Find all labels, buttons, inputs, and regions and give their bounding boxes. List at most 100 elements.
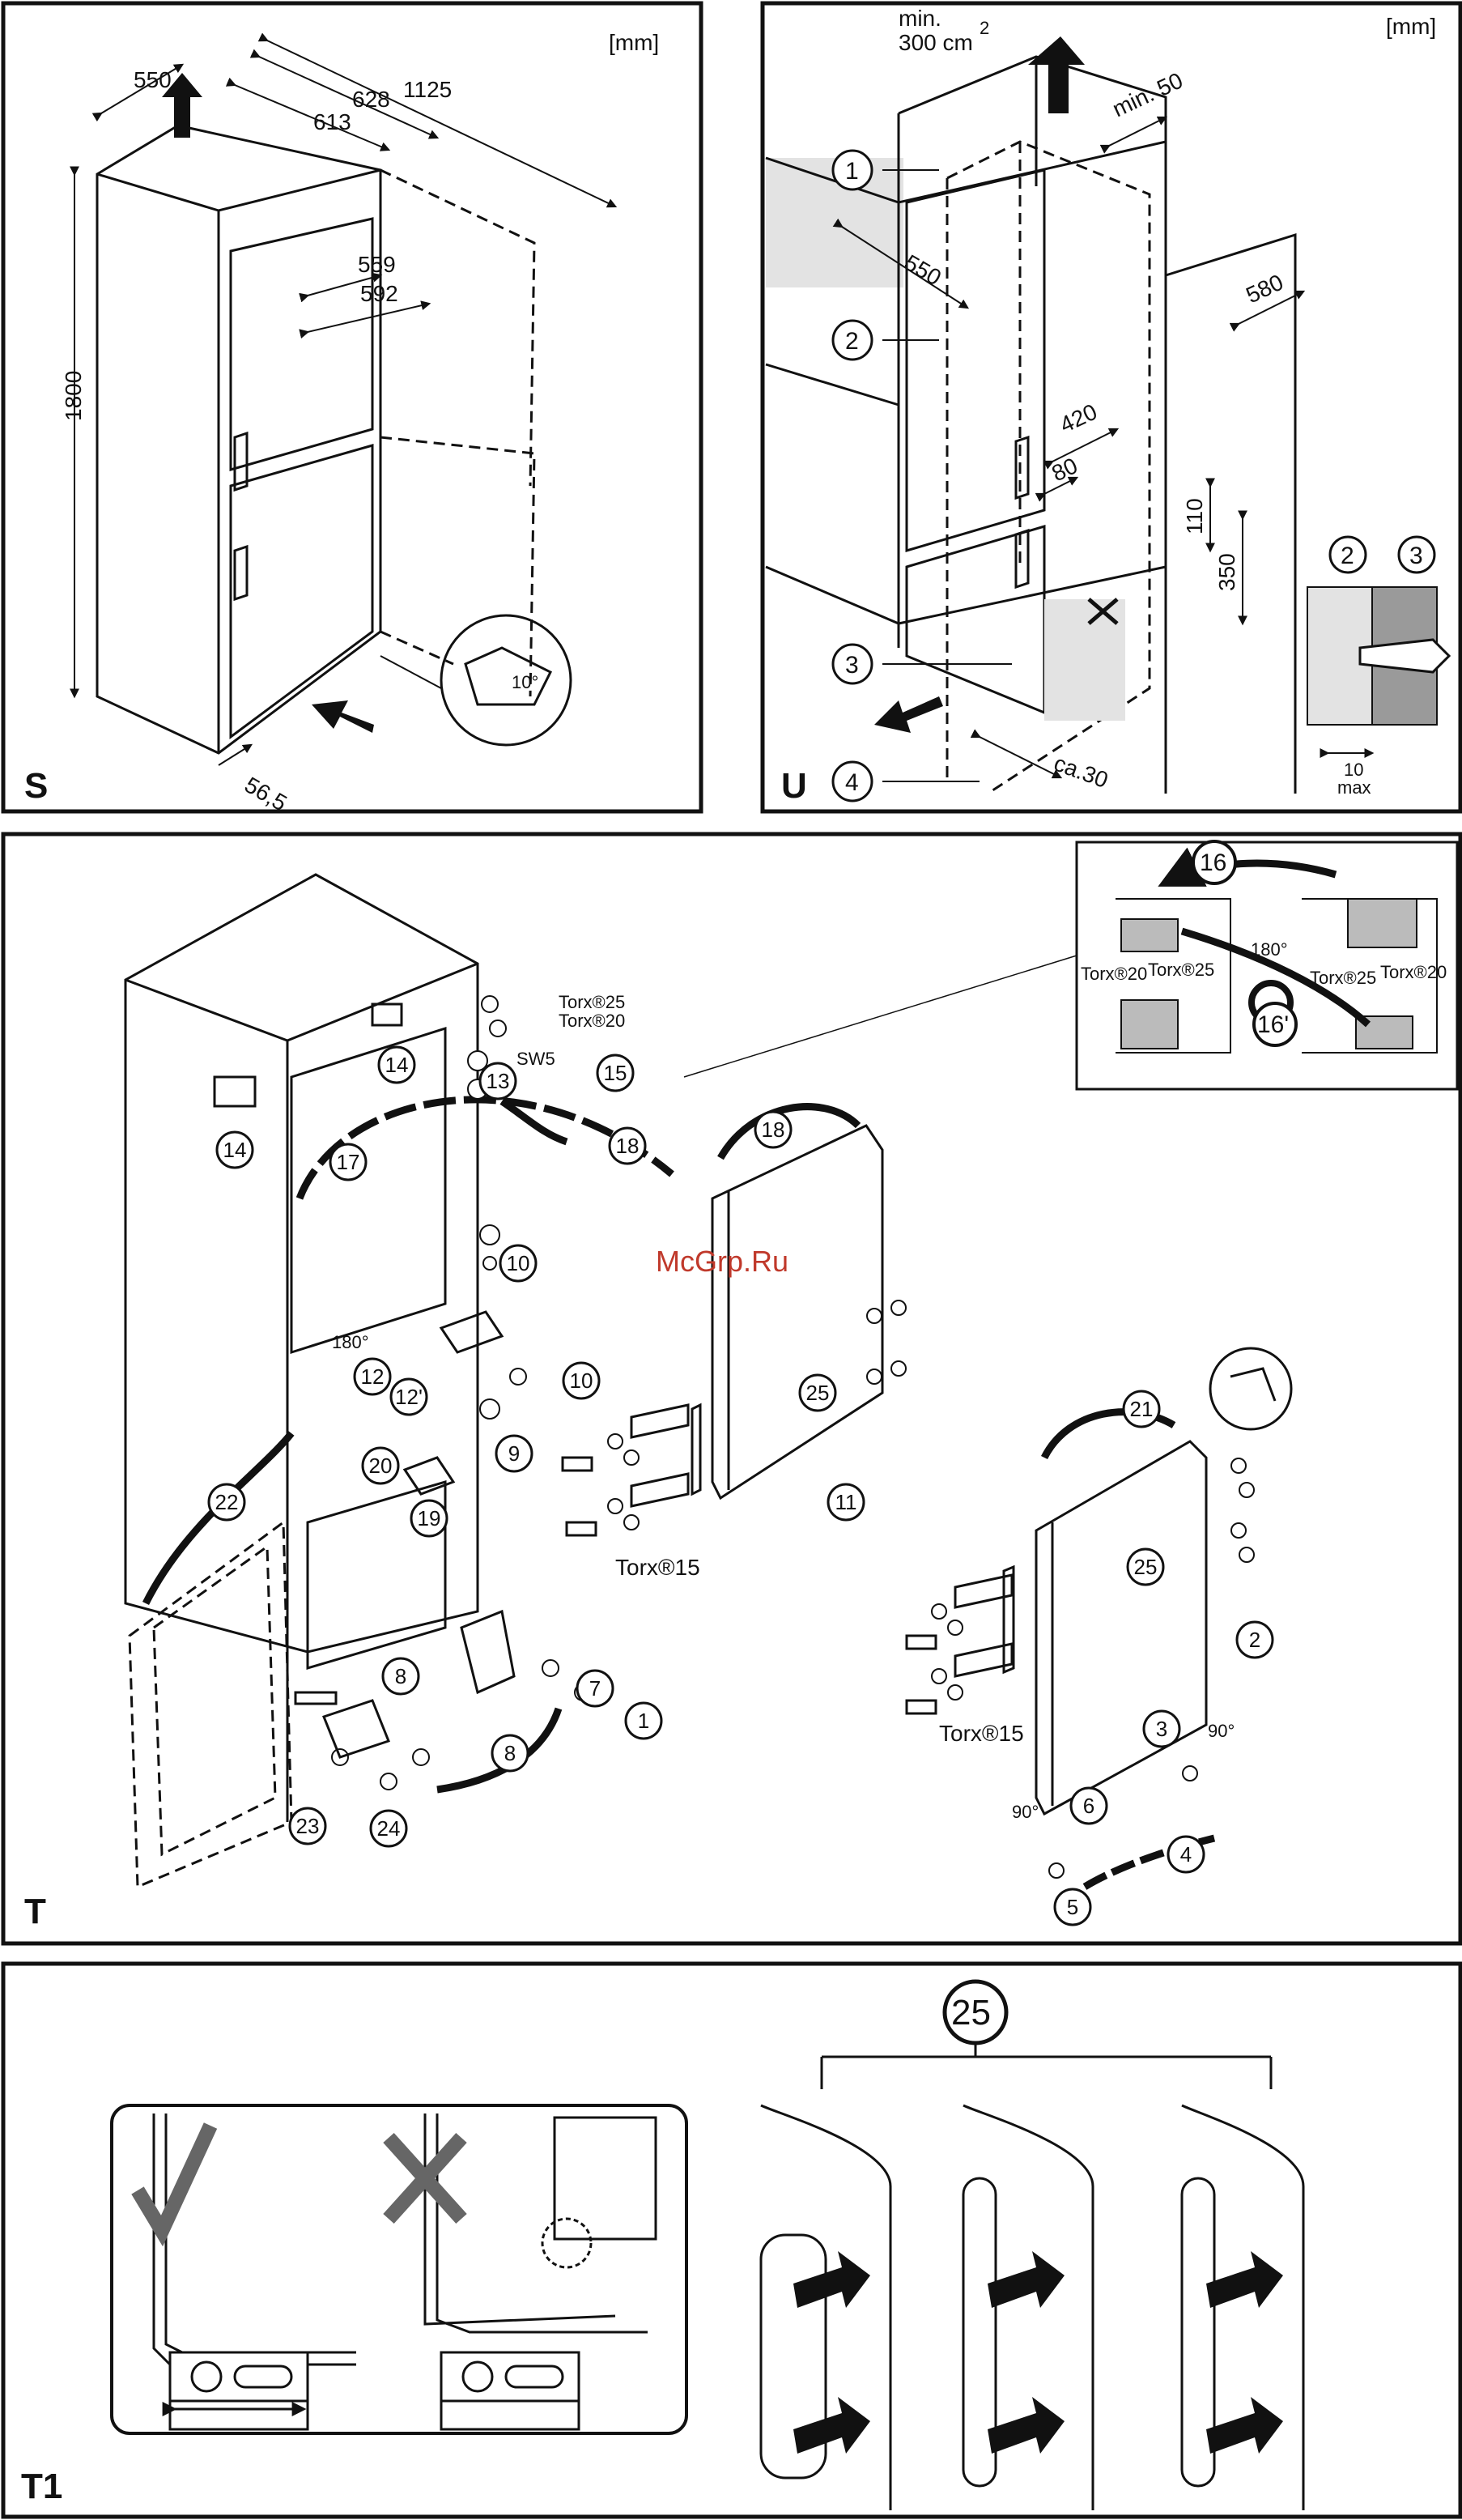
callout-label-t: 4 <box>1180 1842 1192 1867</box>
panel-letter-t1: T1 <box>21 2467 62 2506</box>
dim-420: 420 <box>1056 399 1100 438</box>
dim-559: 559 <box>358 252 396 277</box>
callout-label-t: 19 <box>418 1506 441 1530</box>
callout-circle-t <box>381 1657 420 1696</box>
dim-110: 110 <box>1182 498 1207 534</box>
callout-circle-t <box>410 1499 448 1538</box>
callout-label-t: 1 <box>638 1709 649 1733</box>
t-screws <box>331 995 1255 1879</box>
callout-label-t: 10 <box>570 1369 593 1393</box>
dimension-lines-u <box>832 116 1306 782</box>
t-lower-door <box>1002 1440 1208 1816</box>
callout-u-1: 1 <box>845 158 859 185</box>
panel-t1: 25 T1 <box>1 1961 1462 2519</box>
vent-label-1: min. <box>899 6 941 31</box>
t-hinges <box>213 1002 516 1759</box>
callout-label-t: 2 <box>1249 1628 1260 1652</box>
callout-label-t: 12' <box>395 1385 423 1409</box>
callout-circle-t <box>369 1809 408 1848</box>
sw5-label: SW5 <box>516 1049 555 1069</box>
inset-leader-line <box>683 955 1077 1078</box>
dim-550-s: 550 <box>134 67 172 92</box>
callout-circle-t <box>478 1062 517 1100</box>
t-callout-circles <box>207 1045 1274 1926</box>
inset-max-2: max <box>1337 777 1371 798</box>
callout-u-2: 2 <box>845 328 859 355</box>
callout-label-t: 13 <box>487 1069 510 1093</box>
callout-label-t: 3 <box>1156 1717 1167 1741</box>
unit-label-s: [mm] <box>609 30 659 55</box>
vent-label-2: 300 cm <box>899 30 973 55</box>
dim-1125: 1125 <box>403 77 452 102</box>
dimension-lines-s <box>70 32 618 766</box>
callout-circle-t <box>1142 1709 1181 1748</box>
watermark: McGrp.Ru <box>656 1245 788 1278</box>
callout-circle-t <box>1126 1547 1165 1586</box>
callout-label-t: 18 <box>762 1117 785 1142</box>
appliance-doors <box>905 168 1046 715</box>
vent-arrow <box>1028 36 1085 113</box>
callout-circle-t <box>495 1434 533 1473</box>
callouts-u <box>831 149 873 802</box>
callout-circle-t <box>389 1377 428 1416</box>
dim-ca30: ca.30 <box>1051 751 1111 794</box>
t-inset-box <box>1075 840 1459 1091</box>
torx-20-label: Torx®20 <box>559 1011 625 1031</box>
torx-15-b: Torx®15 <box>939 1721 1024 1746</box>
unit-label-u: [mm] <box>1386 14 1436 39</box>
callout-label-t: 6 <box>1083 1794 1094 1818</box>
t1-handle-options <box>759 2041 1305 2510</box>
callout-label-t: 7 <box>589 1676 601 1701</box>
callout-label-t: 14 <box>385 1053 409 1077</box>
callout-label-t: 15 <box>604 1061 627 1085</box>
dim-56-5: 56,5 <box>240 772 291 815</box>
push-arrow <box>312 700 374 733</box>
callout-circle-t <box>1069 1786 1108 1825</box>
inset-callout-16-prime: 16' <box>1257 1011 1289 1038</box>
callout-circle-t <box>499 1244 538 1283</box>
callout-circle-t <box>1235 1620 1274 1659</box>
callout-circle-t <box>608 1126 647 1165</box>
dim-628: 628 <box>352 87 390 112</box>
angle-10: 10° <box>512 672 538 692</box>
callout-circle-t <box>215 1130 254 1169</box>
callout-circle-t <box>1053 1888 1092 1926</box>
callout-circle-t <box>562 1361 601 1400</box>
callout-circle-t <box>576 1669 614 1708</box>
callout-label-t: 17 <box>337 1150 360 1174</box>
callout-label-t: 21 <box>1130 1397 1154 1421</box>
t-upper-door <box>691 1124 884 1501</box>
dim-592: 592 <box>360 281 398 306</box>
t-magnifier <box>1209 1347 1293 1431</box>
callout-circle-t <box>1122 1390 1161 1428</box>
callout-label-t: 5 <box>1067 1895 1078 1919</box>
door-swing-dashed <box>380 168 536 697</box>
callout-circle-t <box>1167 1835 1205 1874</box>
callout-circle-t <box>754 1110 793 1149</box>
lift-arrow <box>162 73 202 138</box>
inset-callout-2: 2 <box>1341 543 1354 569</box>
push-arrow-u <box>874 696 943 733</box>
t1-callout: 25 <box>951 1993 991 2033</box>
callout-circle-t <box>596 1054 635 1092</box>
t1-check-mark <box>131 2122 218 2247</box>
callout-circle-t <box>361 1446 400 1485</box>
callout-circle-t <box>329 1143 368 1181</box>
callout-label-t: 10 <box>507 1251 530 1275</box>
foot-detail-magnifier <box>380 614 572 747</box>
torx-25-label: Torx®25 <box>559 992 625 1012</box>
callout-circle-t <box>624 1701 663 1740</box>
torx-15-a: Torx®15 <box>615 1555 700 1580</box>
callout-circle-t <box>798 1373 837 1412</box>
angle-180-t: 180° <box>332 1332 369 1352</box>
angle-90-b: 90° <box>1012 1802 1039 1822</box>
callout-label-t: 12 <box>361 1364 385 1389</box>
inset-callout-16: 16 <box>1200 849 1226 876</box>
callout-label-t: 22 <box>215 1490 239 1514</box>
angle-90-a: 90° <box>1208 1721 1235 1741</box>
t1-push-arrows <box>793 2251 1283 2454</box>
t-handles <box>561 1403 1014 1715</box>
panel-letter-t: T <box>24 1892 46 1931</box>
screw-inset <box>1307 535 1451 758</box>
inset-torx-20-b: Torx®20 <box>1380 962 1447 982</box>
